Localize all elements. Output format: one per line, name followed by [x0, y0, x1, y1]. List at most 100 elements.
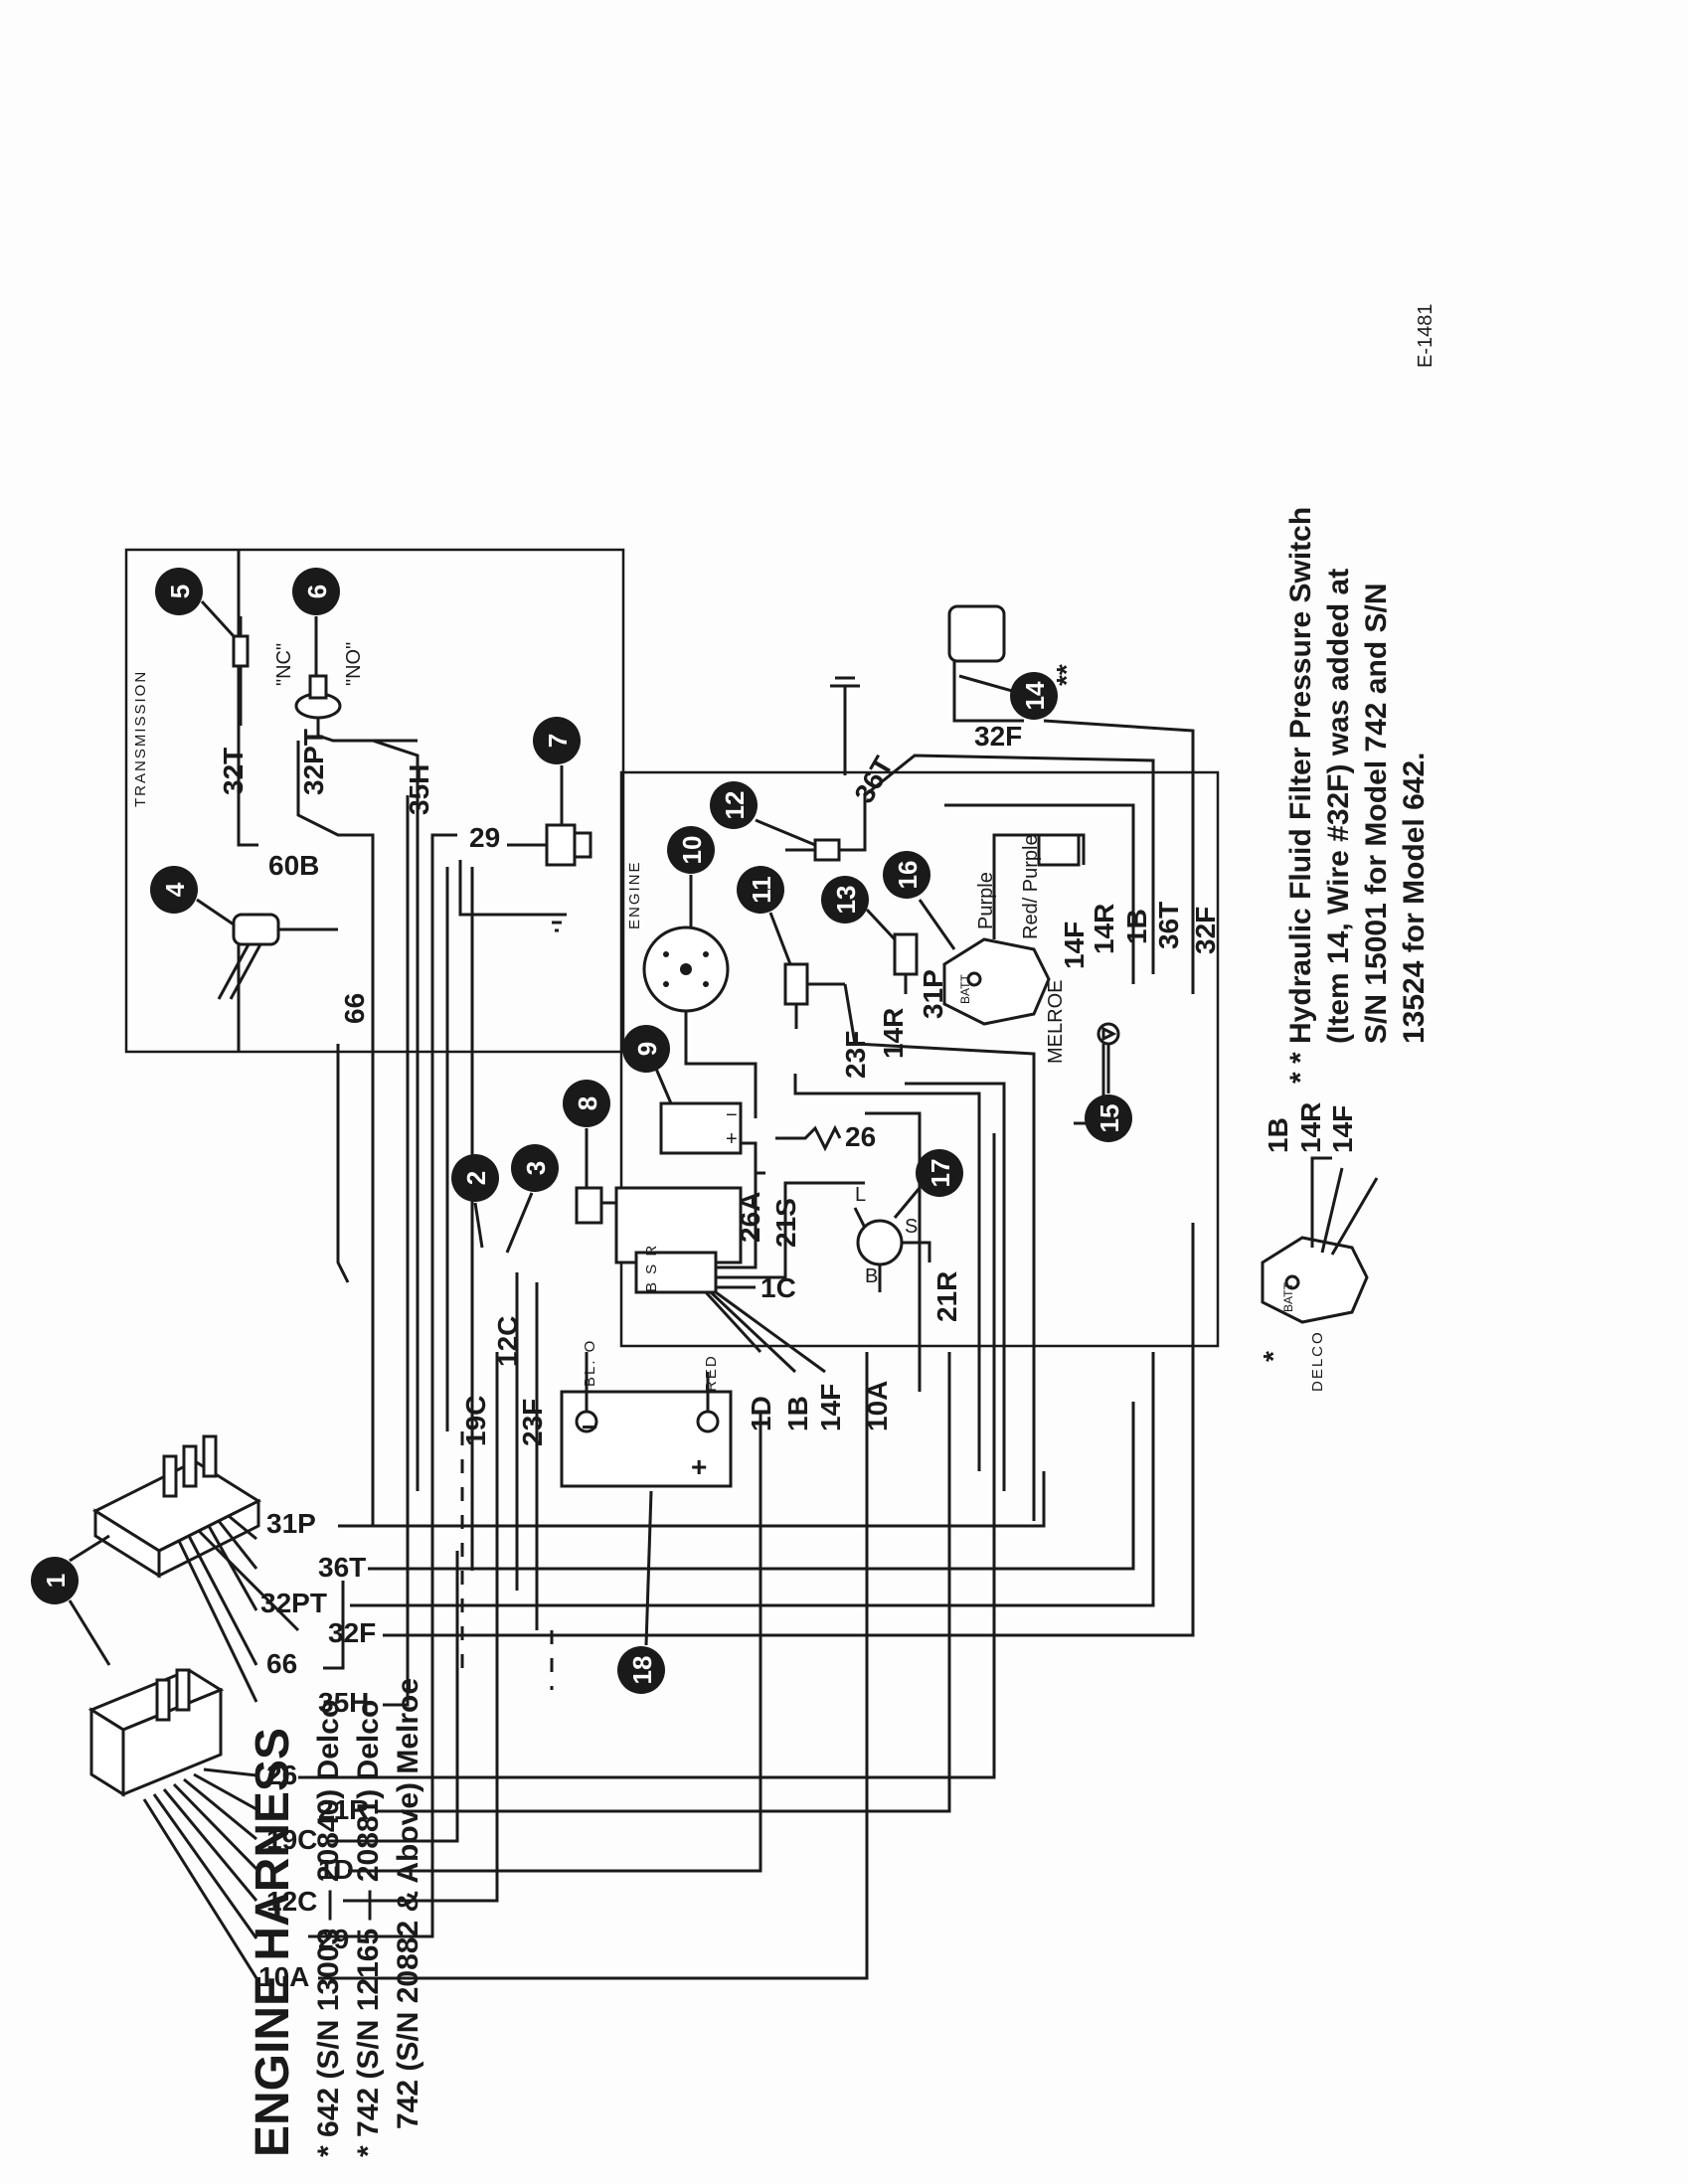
delco-star: * — [1258, 1351, 1288, 1362]
starter-solenoid-8 — [575, 1186, 743, 1294]
transmission-label: TRANSMISSION — [132, 670, 149, 807]
wire-12C: 12C — [492, 1316, 523, 1367]
svg-text:14: 14 — [1020, 681, 1050, 710]
svg-text:7: 7 — [543, 734, 573, 748]
callout-8: 8 — [563, 1080, 610, 1188]
callout-1: 1 — [31, 1534, 111, 1666]
regulator-16 — [942, 833, 1086, 1026]
callout-10: 10 — [667, 826, 715, 927]
model-line-1: * 642 (S/N 13003 — 20840) Delco — [312, 1700, 345, 2157]
wire-35H: 35H — [404, 764, 434, 815]
footnote-line-3: S/N 15001 for Model 742 and S/N — [1360, 584, 1393, 1045]
model-line-2: * 742 (S/N 12165 — 20881) Delco — [352, 1700, 385, 2157]
transmission-region-box — [124, 548, 625, 1054]
lower-connector — [87, 1668, 225, 1797]
battery-minus: − — [582, 1412, 597, 1442]
wire-19C: 19C — [460, 1396, 491, 1446]
solenoid-fan-leads — [704, 1290, 826, 1374]
battery-plus: + — [691, 1451, 707, 1482]
svg-text:12: 12 — [720, 791, 750, 820]
wire-10A: 10A — [862, 1381, 893, 1431]
callout-11: 11 — [737, 866, 792, 965]
ign-b-terminal: B — [865, 1265, 878, 1287]
wire-32T: 32T — [218, 748, 249, 795]
ignition-switch-17 — [853, 1207, 931, 1292]
pressure-switch-6 — [294, 674, 418, 743]
lower-wire-26: 26 — [266, 1760, 297, 1790]
ign-l-terminal: L — [855, 1184, 866, 1206]
svg-text:16: 16 — [893, 861, 923, 890]
callout-4: 4 — [150, 866, 235, 926]
delco-wire-14R: 14R — [1295, 1102, 1326, 1153]
callout-16: 16 — [883, 851, 956, 950]
lower-wire-29: 29 — [318, 1924, 349, 1954]
svg-text:5: 5 — [165, 585, 195, 598]
wire-23F: 23F — [517, 1399, 548, 1446]
upper-wire-31P: 31P — [266, 1508, 316, 1539]
switch-nc-label: "NC" — [273, 643, 295, 686]
temp-sender-4 — [217, 913, 338, 1000]
wire-1D: 1D — [746, 1396, 776, 1431]
callout-6: 6 — [292, 568, 340, 676]
wire-32PT: 32PT — [298, 729, 329, 795]
lead-26A — [716, 1153, 758, 1269]
svg-text:1: 1 — [41, 1574, 71, 1588]
battery-red-lead: RED I — [703, 1342, 720, 1392]
svg-text:13: 13 — [831, 886, 861, 915]
sender-13 — [893, 932, 919, 994]
callout-3: 3 — [505, 1144, 559, 1254]
callout-17: 17 — [893, 1149, 963, 1219]
engine-label: ENGINE — [626, 860, 643, 929]
upper-wire-32F: 32F — [328, 1617, 376, 1648]
wire-14F: 14F — [815, 1384, 846, 1431]
lower-wire-21R: 21R — [318, 1794, 369, 1825]
vertical-trunk — [237, 550, 554, 1690]
upper-wire-66: 66 — [266, 1648, 297, 1679]
wire-1B: 1B — [782, 1396, 813, 1431]
figure-ref: E-1481 — [1415, 304, 1436, 369]
regulator-batt-label: BATT — [958, 974, 972, 1004]
wire-26A: 26A — [735, 1192, 765, 1243]
connector-leads — [142, 1514, 300, 1979]
delco-inset — [1261, 1156, 1379, 1324]
regulator-red-purple-label: Red/ Purple — [1020, 834, 1042, 939]
coil-plus: + — [726, 1128, 738, 1150]
wire-32F-engine: 32F — [974, 721, 1022, 752]
svg-text:2: 2 — [461, 1171, 491, 1185]
callout-14: 14 ** — [958, 664, 1082, 720]
lower-wire-19C: 19C — [266, 1824, 317, 1855]
callout-15: 15 — [1085, 1044, 1132, 1142]
callout-9: 9 — [622, 1025, 673, 1104]
model-line-3: 742 (S/N 20882 & Above) Melroe — [392, 1678, 424, 2129]
callout-13: 13 — [821, 876, 897, 941]
upper-wire-36T: 36T — [318, 1552, 366, 1583]
battery-18 — [560, 1352, 733, 1488]
coil-9: − + — [659, 1101, 842, 1175]
lower-wire-10A: 10A — [258, 1961, 309, 1992]
callout-2: 2 — [451, 1154, 499, 1249]
delco-batt-label: BATT — [1281, 1282, 1295, 1312]
lower-wire-1D: 1D — [318, 1854, 354, 1885]
footnote-line-1: * * Hydraulic Fluid Filter Pressure Swit… — [1284, 507, 1317, 1084]
upper-connector — [91, 1434, 262, 1579]
bsr-terminals: B S R — [643, 1244, 660, 1292]
oil-pressure-switch-11 — [783, 962, 845, 1029]
wire-14R-regulator: 14R — [1089, 904, 1119, 954]
distributor-10 — [642, 925, 758, 1118]
svg-text:11: 11 — [747, 876, 776, 904]
wire-26: 26 — [845, 1121, 876, 1152]
footnote-line-2: (Item 14, Wire #32F) was added at — [1322, 569, 1355, 1044]
footnote-line-4: 13524 for Model 642. — [1398, 753, 1431, 1044]
hydraulic-filter-switch-14 — [947, 604, 1024, 723]
switch-no-label: "NO" — [343, 642, 365, 686]
wire-14R-engine: 14R — [878, 1008, 909, 1059]
svg-text:10: 10 — [677, 836, 707, 865]
regulator-purple-label: Purple — [975, 872, 997, 929]
wire-36T-regulator: 36T — [1153, 902, 1184, 949]
svg-text:15: 15 — [1095, 1104, 1124, 1133]
callout-7: 7 — [533, 717, 581, 825]
temp-sender-12 — [785, 795, 867, 862]
delco-wire-1B: 1B — [1263, 1117, 1293, 1153]
